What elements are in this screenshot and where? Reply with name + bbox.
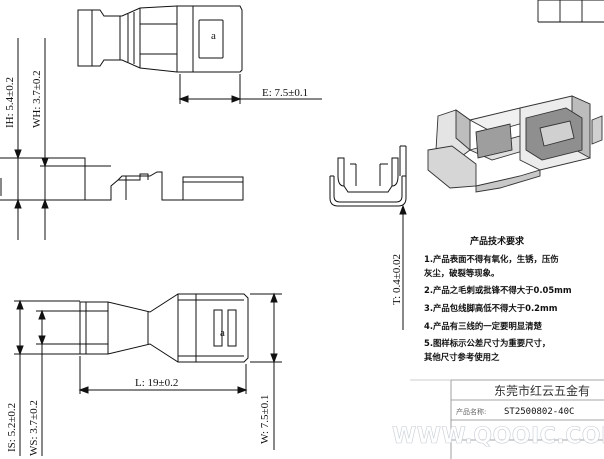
dim-is-width: IS: 5.2±0.2 [6, 403, 18, 452]
note-line: 4.产品有三线的一定要明显清楚 [424, 321, 543, 331]
notes-title: 产品技术要求 [470, 235, 525, 247]
dim-ih-height: IH: 5.4±0.2 [4, 77, 16, 128]
watermark: WWW.QOOIC.COM [392, 424, 604, 449]
dim-w-width: W: 7.5±0.1 [259, 395, 271, 444]
side-view [0, 38, 244, 240]
top-view-outline [77, 5, 243, 73]
part-mark-bottom: a [220, 327, 225, 339]
title-block-name-label: 产品名称: [456, 407, 486, 416]
end-view [329, 145, 407, 330]
title-block [410, 379, 604, 459]
isometric-view [427, 95, 603, 193]
dim-length: L: 19±0.2 [135, 377, 178, 389]
note-line: 3.产品包线脚高低不得大于0.2mm [424, 303, 558, 313]
note-line: 1.产品表面不得有氧化，生锈，压伤 [424, 254, 559, 264]
dim-wh-height: WH: 3.7±0.2 [31, 70, 43, 128]
note-line: 5.图样标示公差尺寸为重要尺寸， [424, 338, 550, 348]
dim-ws-width: WS: 3.7±0.2 [28, 400, 40, 456]
note-line: 其他尺寸参考使用之 [424, 352, 500, 362]
part-mark-top: a [211, 30, 216, 42]
top-view [77, 5, 322, 104]
end-view-outline [329, 176, 407, 207]
side-view-outline [22, 157, 86, 201]
dim-thickness: T: 0.4±0.02 [391, 254, 403, 305]
title-block-part-number: ST2500802-40C [504, 407, 574, 417]
note-line: 灰尘，破裂等现象。 [424, 268, 499, 278]
technical-notes: 产品技术要求 1.产品表面不得有氧化，生锈，压伤 灰尘，破裂等现象。 2.产品之… [424, 235, 572, 362]
title-block-company: 东莞市红云五金有 [494, 383, 590, 398]
note-line: 2.产品之毛刺或批锋不得大于0.05mm [424, 285, 572, 295]
revision-grid [537, 0, 604, 23]
dim-e-width: E: 7.5±0.1 [262, 87, 308, 99]
bottom-view [14, 292, 282, 456]
